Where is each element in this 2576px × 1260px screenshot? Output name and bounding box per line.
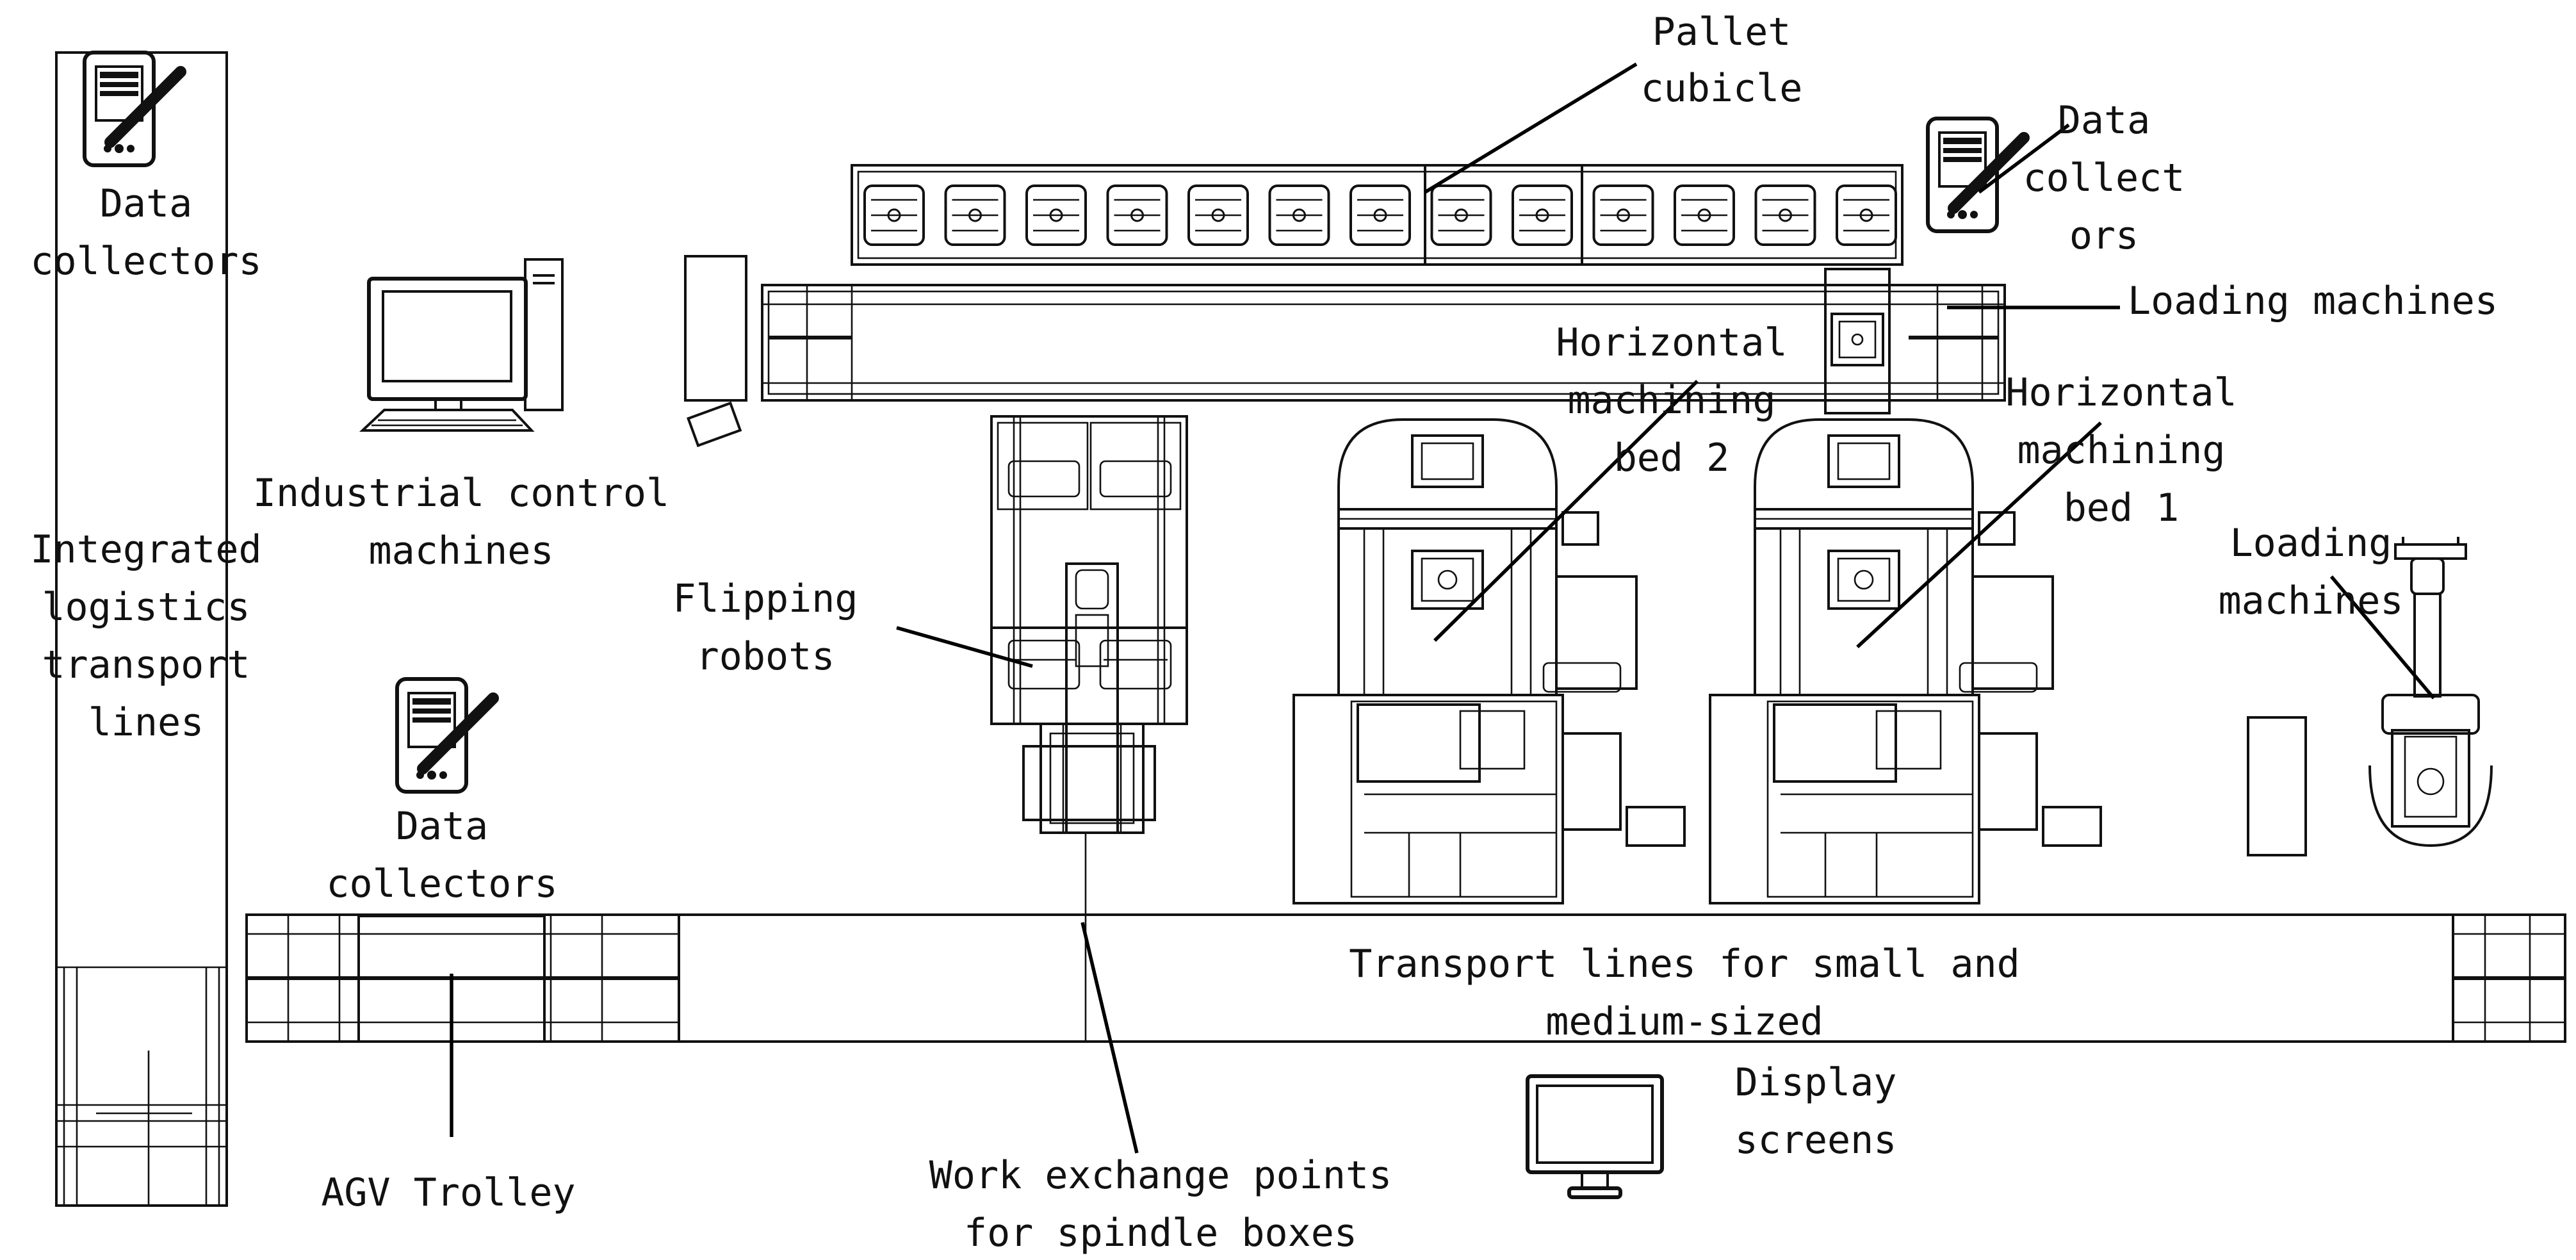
label-horizontal-machining-bed-2: Horizontal machining bed 2 xyxy=(1556,320,1787,480)
pallet-slot xyxy=(944,184,1006,246)
horizontal-machining-bed-2 xyxy=(1292,418,1686,904)
label-line: Data xyxy=(396,804,489,849)
label-integrated-logistics-transport-lines: Integrated logistics transport lines xyxy=(30,527,261,745)
pallet-slot xyxy=(1754,184,1816,246)
label-transport-lines: Transport lines for small and medium-siz… xyxy=(1349,942,2020,1044)
label-line: Integrated xyxy=(30,527,261,572)
label-line: machining xyxy=(2017,428,2225,473)
label-line: machines xyxy=(2219,578,2404,623)
label-line: ors xyxy=(2069,213,2139,258)
loading-machine-upper xyxy=(1824,268,1891,414)
label-line: transport xyxy=(42,642,250,687)
pallet-slot xyxy=(1674,184,1735,246)
label-line: Flipping xyxy=(673,577,858,621)
label-line: cubicle xyxy=(1641,66,1803,111)
label-line: robots xyxy=(696,634,835,679)
pallet-slot xyxy=(1106,184,1168,246)
label-line: medium-sized xyxy=(1545,999,1823,1044)
pallet-slot xyxy=(1187,184,1249,246)
flipping-robots xyxy=(990,415,1188,834)
horizontal-machining-bed-1 xyxy=(1709,418,2102,904)
label-line: machines xyxy=(369,528,554,573)
label-line: collectors xyxy=(326,862,557,906)
desktop-computer-icon xyxy=(359,258,564,432)
label-flipping-robots: Flipping robots xyxy=(673,577,858,679)
label-agv-trolley: AGV Trolley xyxy=(321,1170,575,1215)
tablet-icon xyxy=(395,677,499,794)
bottom-transport-line xyxy=(245,833,2566,1043)
pallet-slot xyxy=(863,184,925,246)
label-horizontal-machining-bed-1: Horizontal machining bed 1 xyxy=(2005,370,2237,530)
label-line: Loading xyxy=(2230,521,2392,566)
tablet-icon xyxy=(1926,117,2030,233)
pallet-slot xyxy=(1025,184,1087,246)
label-line: Display xyxy=(1735,1060,1897,1105)
label-line: Transport lines for small and xyxy=(1349,942,2020,986)
label-line: Pallet xyxy=(1652,10,1791,54)
pallet-slot xyxy=(1512,184,1573,246)
label-line: Loading machines xyxy=(2128,279,2498,323)
leader-lines xyxy=(450,62,2436,1154)
pallet-slot xyxy=(1430,184,1492,246)
label-line: Horizontal xyxy=(2005,370,2237,415)
label-line: machining xyxy=(1567,378,1775,423)
label-data-collectors-top-right: Data collect ors xyxy=(2023,98,2185,258)
label-line: Industrial control xyxy=(253,471,669,516)
label-line: screens xyxy=(1735,1118,1897,1163)
label-work-exchange-points: Work exchange points for spindle boxes xyxy=(929,1153,1392,1256)
label-data-collectors-mid: Data collectors xyxy=(326,804,557,906)
label-line: lines xyxy=(88,700,204,745)
label-industrial-control-machines: Industrial control machines xyxy=(253,471,669,573)
label-line: for spindle boxes xyxy=(964,1211,1357,1256)
label-line: Work exchange points xyxy=(929,1153,1392,1198)
label-line: bed 1 xyxy=(2064,486,2180,530)
tablet-icon xyxy=(83,51,186,167)
pallet-slot xyxy=(1268,184,1330,246)
pallet-slot xyxy=(1592,184,1654,246)
upper-transport-rail xyxy=(684,255,2006,448)
label-line: AGV Trolley xyxy=(321,1170,575,1215)
label-pallet-cubicle: Pallet cubicle xyxy=(1641,10,1803,111)
label-loading-machines-top: Loading machines xyxy=(2128,279,2498,323)
label-line: Horizontal xyxy=(1556,320,1787,365)
label-line: Data xyxy=(2058,98,2151,143)
label-line: collectors xyxy=(30,239,261,284)
label-line: Data xyxy=(100,181,193,226)
label-data-collectors-top-left: Data collectors xyxy=(30,181,261,284)
label-line: collect xyxy=(2023,156,2185,200)
pallet-slot xyxy=(1349,184,1411,246)
label-line: logistics xyxy=(42,585,250,630)
pallet-slot xyxy=(1836,184,1897,246)
loading-machine-right xyxy=(2247,537,2493,856)
label-display-screens: Display screens xyxy=(1735,1060,1897,1163)
label-line: bed 2 xyxy=(1614,436,1730,480)
pallet-slots xyxy=(863,184,1897,246)
monitor-icon xyxy=(1526,1074,1664,1199)
label-loading-machines-right: Loading machines xyxy=(2219,521,2404,623)
